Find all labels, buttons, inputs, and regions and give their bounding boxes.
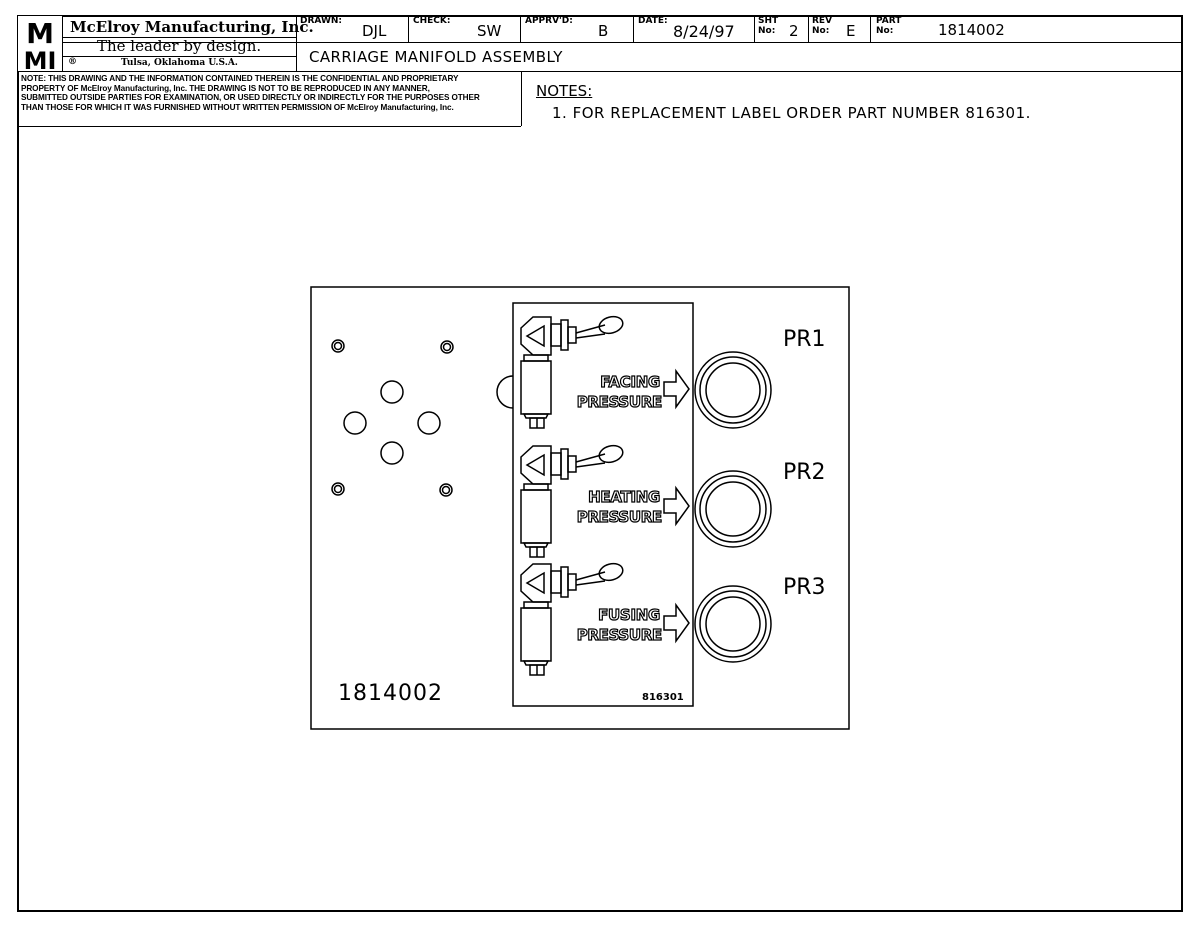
- company-name: McElroy Manufacturing, Inc.: [70, 18, 314, 36]
- drawn-label: DRAWN:: [300, 16, 343, 26]
- check-label: CHECK:: [413, 16, 451, 26]
- approved-label: APPRV'D:: [525, 16, 573, 26]
- arrow-right-icon: [663, 368, 690, 410]
- port-hole-icon: [343, 411, 367, 435]
- side-knob-icon: [496, 375, 514, 409]
- manifold-plate-outline: [310, 286, 850, 730]
- confidentiality-line: PROPERTY OF McElroy Manufacturing, Inc. …: [21, 83, 430, 93]
- pressure-gauge-3-icon: [694, 585, 772, 663]
- drawn-value: DJL: [362, 22, 387, 40]
- pressure-gauge-1-icon: [694, 351, 772, 429]
- date-label: DATE:: [638, 16, 668, 26]
- gauge-tag-pr2: PR2: [783, 460, 826, 485]
- logo-letters-mi: MI: [24, 47, 57, 71]
- rev-label: REV: [812, 16, 833, 26]
- port-hole-icon: [417, 411, 441, 435]
- pressure-gauge-2-icon: [694, 470, 772, 548]
- gauge-tag-pr1: PR1: [783, 327, 826, 352]
- label-panel-outline: [512, 302, 694, 707]
- logo-letter-m: M: [26, 17, 54, 50]
- drawing-sheet: [17, 15, 1183, 912]
- label-facing-pressure: PRESSURE: [577, 393, 662, 411]
- note-item: 1. FOR REPLACEMENT LABEL ORDER PART NUMB…: [552, 104, 1031, 122]
- label-part-number: 816301: [642, 692, 684, 703]
- label-fusing-pressure: PRESSURE: [577, 626, 662, 644]
- sheet-value: 2: [789, 22, 799, 40]
- gauge-tag-pr3: PR3: [783, 575, 826, 600]
- confidentiality-line: NOTE: THIS DRAWING AND THE INFORMATION C…: [21, 74, 459, 83]
- company-tagline: The leader by design.: [97, 37, 262, 55]
- sheet-label: SHT: [758, 16, 779, 26]
- part-label: PART: [876, 16, 902, 26]
- part-value: 1814002: [938, 21, 1005, 39]
- mmi-logo-icon: M MI: [18, 16, 62, 71]
- approved-value: B: [598, 22, 609, 40]
- sheet-label-no: No:: [758, 26, 776, 36]
- label-heating-pressure: PRESSURE: [577, 508, 662, 526]
- registered-mark: ®: [68, 57, 77, 67]
- drawing-title: CARRIAGE MANIFOLD ASSEMBLY: [309, 48, 563, 66]
- part-label-no: No:: [876, 26, 894, 36]
- confidentiality-note: NOTE: THIS DRAWING AND THE INFORMATION C…: [21, 74, 480, 112]
- confidentiality-line: THAN THOSE FOR WHICH IT WAS FURNISHED WI…: [21, 102, 454, 112]
- rev-value: E: [846, 22, 856, 40]
- port-hole-icon: [380, 441, 404, 465]
- rev-label-no: No:: [812, 26, 830, 36]
- label-facing: FACING: [600, 373, 660, 391]
- label-heating: HEATING: [588, 488, 660, 506]
- arrow-right-icon: [663, 485, 690, 527]
- arrow-right-icon: [663, 602, 690, 644]
- mounting-hole-icon: [331, 482, 345, 496]
- port-hole-icon: [380, 380, 404, 404]
- manifold-part-number: 1814002: [338, 681, 443, 706]
- valve-assembly-2-icon: [520, 444, 624, 558]
- company-location: Tulsa, Oklahoma U.S.A.: [121, 58, 238, 68]
- mounting-hole-icon: [331, 339, 345, 353]
- valve-assembly-1-icon: [520, 315, 624, 429]
- check-value: SW: [477, 22, 502, 40]
- mounting-hole-icon: [440, 340, 454, 354]
- mounting-hole-icon: [439, 483, 453, 497]
- valve-assembly-3-icon: [520, 562, 624, 676]
- label-fusing: FUSING: [598, 606, 660, 624]
- confidentiality-line: SUBMITTED OUTSIDE PARTIES FOR EXAMINATIO…: [21, 93, 480, 103]
- notes-heading: NOTES:: [536, 82, 593, 100]
- date-value: 8/24/97: [673, 22, 735, 41]
